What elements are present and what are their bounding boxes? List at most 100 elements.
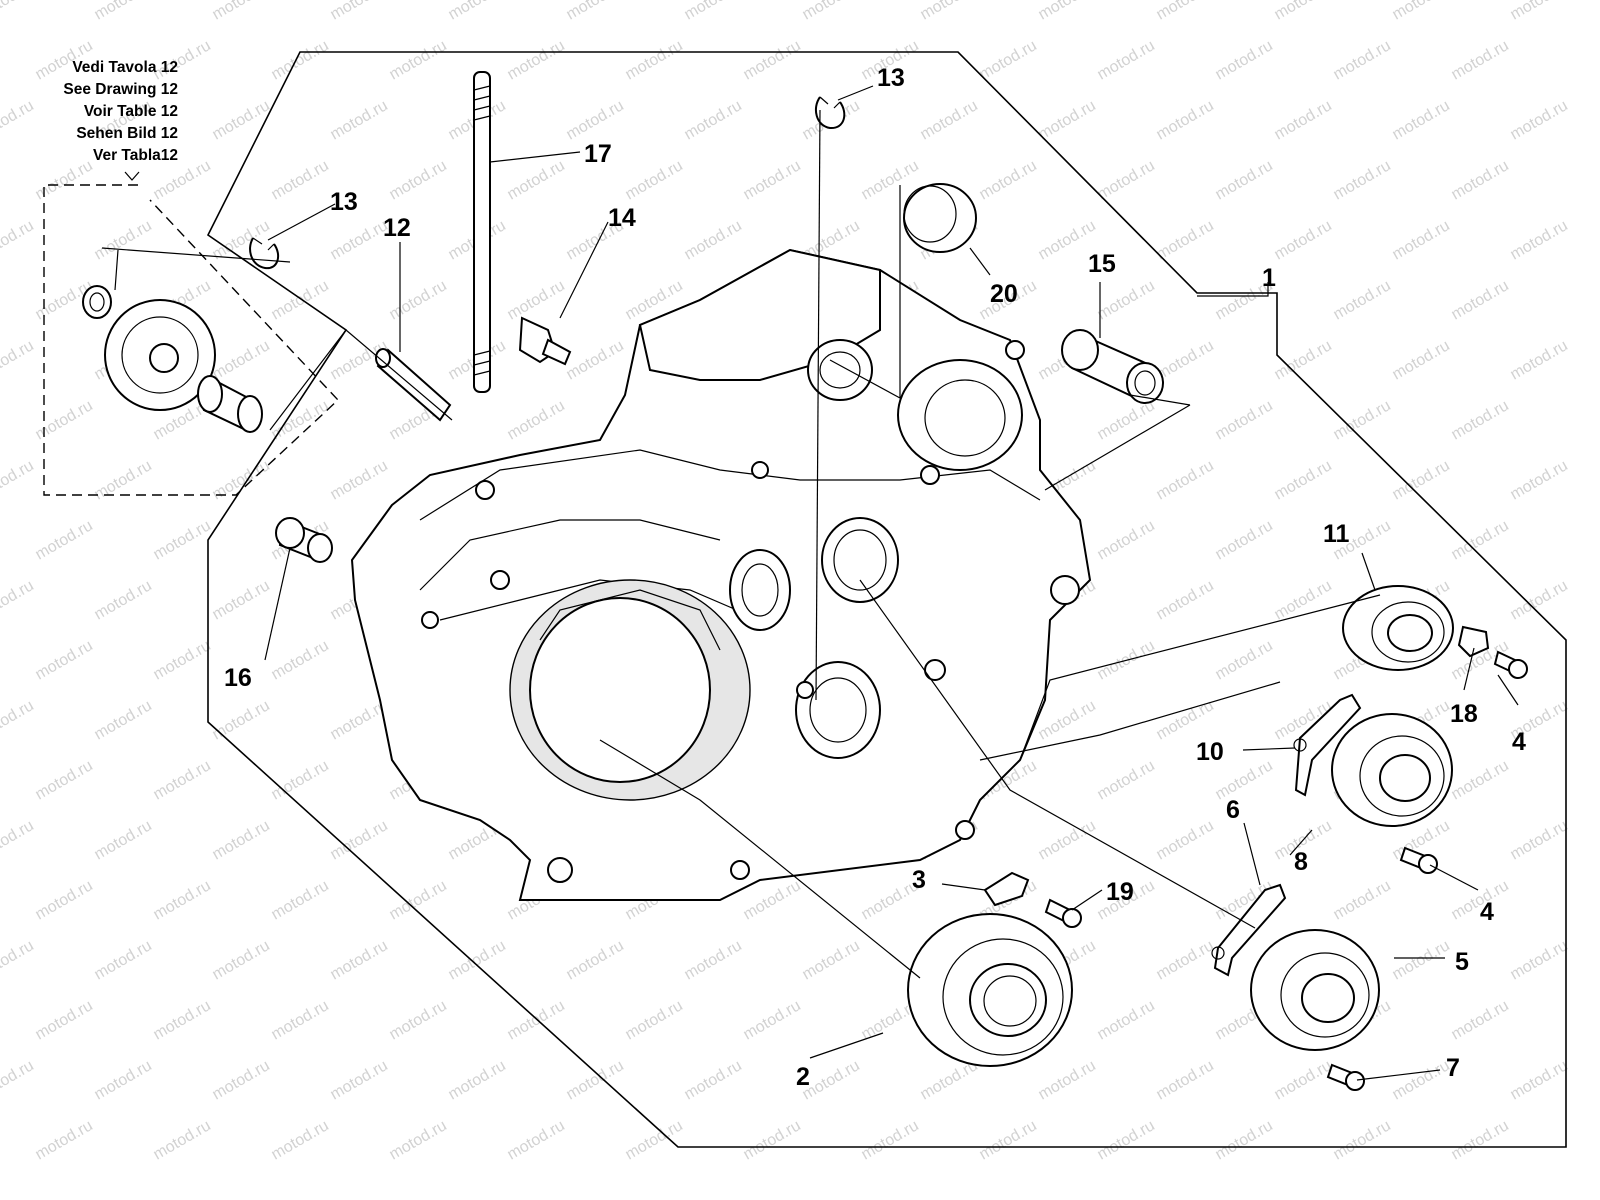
- part-11-bearing: [1342, 585, 1454, 671]
- watermark-text: motod.ru: [1154, 697, 1217, 743]
- watermark-text: motod.ru: [505, 157, 568, 203]
- watermark-text: motod.ru: [1272, 97, 1335, 143]
- watermark-text: motod.ru: [210, 457, 273, 503]
- part-2-bearing: [907, 913, 1073, 1067]
- watermark-text: motod.ru: [151, 997, 214, 1043]
- watermark-text: motod.ru: [33, 997, 96, 1043]
- watermark-text: motod.ru: [977, 37, 1040, 83]
- watermark-text: motod.ru: [564, 1057, 627, 1103]
- callout-12: 12: [383, 214, 411, 242]
- callout-4-upper: 4: [1512, 728, 1526, 756]
- callout-11: 11: [1323, 520, 1350, 548]
- watermark-text: motod.ru: [1095, 997, 1158, 1043]
- watermark-text: motod.ru: [1331, 277, 1394, 323]
- watermark-text: motod.ru: [92, 457, 155, 503]
- part-6-retainer: [1211, 883, 1287, 977]
- watermark-text: motod.ru: [1272, 577, 1335, 623]
- watermark-text: motod.ru: [918, 97, 981, 143]
- watermark-text: motod.ru: [1036, 1057, 1099, 1103]
- watermark-text: motod.ru: [682, 97, 745, 143]
- watermark-text: motod.ru: [33, 397, 96, 443]
- watermark-text: motod.ru: [33, 1117, 96, 1163]
- watermark-text: motod.ru: [1095, 277, 1158, 323]
- watermark-text: motod.ru: [1272, 457, 1335, 503]
- watermark-text: motod.ru: [269, 997, 332, 1043]
- watermark-text: motod.ru: [1449, 517, 1512, 563]
- watermark-text: motod.ru: [1036, 97, 1099, 143]
- watermark-text: motod.ru: [1213, 157, 1276, 203]
- drawing-12-reference-box: [43, 184, 339, 496]
- watermark-text: motod.ru: [1508, 817, 1571, 863]
- watermark-text: motod.ru: [1508, 337, 1571, 383]
- watermark-text: motod.ru: [1508, 577, 1571, 623]
- watermark-text: motod.ru: [1508, 97, 1571, 143]
- watermark-text: motod.ru: [446, 0, 509, 23]
- callout-20: 20: [990, 280, 1018, 308]
- watermark-text: motod.ru: [387, 277, 450, 323]
- watermark-text: motod.ru: [1154, 217, 1217, 263]
- callout-4-lower: 4: [1480, 898, 1494, 926]
- watermark-text: motod.ru: [1331, 1117, 1394, 1163]
- callout-18: 18: [1450, 700, 1478, 728]
- watermark-text: motod.ru: [92, 817, 155, 863]
- watermark-text: motod.ru: [1154, 97, 1217, 143]
- watermark-text: motod.ru: [1036, 817, 1099, 863]
- watermark-text: motod.ru: [682, 0, 745, 23]
- watermark-text: motod.ru: [977, 157, 1040, 203]
- callout-1: 1: [1262, 264, 1276, 292]
- watermark-text: motod.ru: [1036, 0, 1099, 23]
- watermark-text: motod.ru: [505, 37, 568, 83]
- watermark-text: motod.ru: [1213, 517, 1276, 563]
- part-18-plate: [1457, 625, 1490, 658]
- watermark-text: motod.ru: [387, 997, 450, 1043]
- watermark-text: motod.ru: [0, 457, 37, 503]
- watermark-text: motod.ru: [0, 577, 37, 623]
- watermark-text: motod.ru: [1272, 0, 1335, 23]
- watermark-text: motod.ru: [269, 1117, 332, 1163]
- watermark-text: motod.ru: [1154, 937, 1217, 983]
- watermark-text: motod.ru: [1213, 397, 1276, 443]
- watermark-text: motod.ru: [1508, 937, 1571, 983]
- callout-10: 10: [1196, 738, 1224, 766]
- watermark-text: motod.ru: [328, 817, 391, 863]
- watermark-text: motod.ru: [1095, 757, 1158, 803]
- watermark-text: motod.ru: [92, 0, 155, 23]
- drawing-12-gear-assembly: [82, 285, 263, 433]
- watermark-text: motod.ru: [328, 937, 391, 983]
- xref-line-english: See Drawing 12: [63, 81, 178, 98]
- part-8-bearing: [1331, 713, 1453, 827]
- part-20-cap: [903, 183, 977, 253]
- watermark-text: motod.ru: [1154, 457, 1217, 503]
- part-14-switch: [518, 316, 572, 366]
- xref-line-french: Voir Table 12: [84, 103, 178, 120]
- watermark-text: motod.ru: [1508, 1057, 1571, 1103]
- watermark-text: motod.ru: [741, 997, 804, 1043]
- watermark-text: motod.ru: [1449, 37, 1512, 83]
- watermark-text: motod.ru: [269, 877, 332, 923]
- watermark-text: motod.ru: [92, 1057, 155, 1103]
- watermark-text: motod.ru: [1154, 577, 1217, 623]
- watermark-text: motod.ru: [741, 1117, 804, 1163]
- watermark-text: motod.ru: [1449, 757, 1512, 803]
- watermark-text: motod.ru: [0, 0, 37, 23]
- watermark-text: motod.ru: [269, 637, 332, 683]
- watermark-text: motod.ru: [151, 517, 214, 563]
- watermark-text: motod.ru: [210, 97, 273, 143]
- callout-6: 6: [1226, 796, 1240, 824]
- watermark-text: motod.ru: [269, 757, 332, 803]
- callout-5: 5: [1455, 948, 1469, 976]
- watermark-text: motod.ru: [1331, 157, 1394, 203]
- watermark-text: motod.ru: [0, 217, 37, 263]
- watermark-text: motod.ru: [1154, 817, 1217, 863]
- watermark-text: motod.ru: [269, 37, 332, 83]
- watermark-text: motod.ru: [1449, 997, 1512, 1043]
- watermark-text: motod.ru: [1095, 397, 1158, 443]
- watermark-text: motod.ru: [859, 1117, 922, 1163]
- watermark-text: motod.ru: [800, 0, 863, 23]
- watermark-text: motod.ru: [1095, 517, 1158, 563]
- watermark-text: motod.ru: [269, 157, 332, 203]
- watermark-text: motod.ru: [210, 577, 273, 623]
- watermark-text: motod.ru: [210, 1057, 273, 1103]
- xref-line-german: Sehen Bild 12: [76, 125, 178, 142]
